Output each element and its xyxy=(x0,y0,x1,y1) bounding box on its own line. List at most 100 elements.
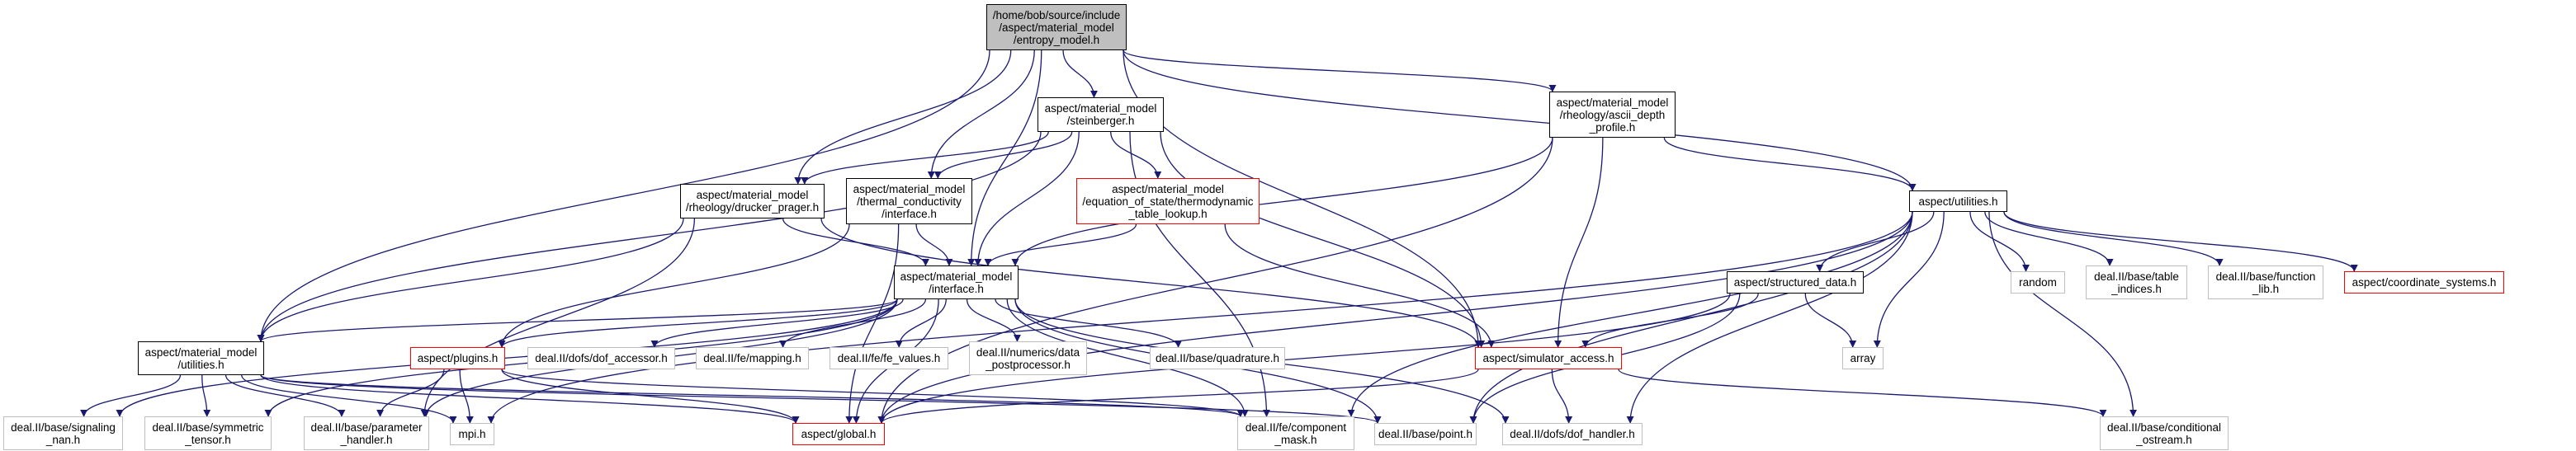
node-material-model-utilities[interactable]: aspect/material_model /utilities.h xyxy=(138,341,264,375)
node-data-postprocessor: deal.II/numerics/data _postprocessor.h xyxy=(969,341,1087,375)
edge-mm_utilities-to-point xyxy=(260,374,1382,424)
node-function-lib: deal.II/base/function _lib.h xyxy=(2208,265,2323,299)
edge-thermal_conductivity-to-plugins xyxy=(498,223,850,348)
edge-thermal_conductivity-to-mm_interface xyxy=(915,223,953,266)
node-drucker-prager[interactable]: aspect/material_model /rheology/drucker_… xyxy=(680,184,825,218)
edge-drucker_prager-to-mm_utilities xyxy=(257,218,684,342)
edge-steinberger-to-thermal_conductivity xyxy=(934,131,1073,179)
node-conditional-ostream: deal.II/base/conditional _ostream.h xyxy=(2100,416,2229,450)
node-entropy-model: /home/bob/source/include /aspect/materia… xyxy=(986,4,1127,50)
node-label: deal.II/base/signaling _nan.h xyxy=(11,420,116,446)
node-point: deal.II/base/point.h xyxy=(1374,423,1477,445)
node-thermal-conductivity-interface[interactable]: aspect/material_model /thermal_conductiv… xyxy=(846,178,972,224)
edge-steinberger-to-simulator_access xyxy=(1160,131,1486,348)
node-dof-accessor: deal.II/dofs/dof_accessor.h xyxy=(527,347,675,369)
node-coordinate-systems[interactable]: aspect/coordinate_systems.h xyxy=(2344,271,2504,294)
node-label: deal.II/dofs/dof_handler.h xyxy=(1510,428,1635,440)
edge-utilities-to-conditional_ostream xyxy=(1988,211,2138,417)
node-label: aspect/material_model /utilities.h xyxy=(144,345,258,371)
node-label: aspect/material_model /interface.h xyxy=(900,270,1013,295)
edge-structured_data-to-global xyxy=(877,293,1731,424)
edge-entropy_model-to-utilities xyxy=(1123,49,1917,191)
edge-utilities-to-structured_data xyxy=(1816,211,1935,272)
edge-simulator_access-to-global xyxy=(877,369,1479,424)
node-label: deal.II/base/parameter _handler.h xyxy=(310,420,423,446)
edge-mm_interface-to-data_postprocessor xyxy=(966,298,1021,342)
edge-thermal_conductivity-to-global xyxy=(845,223,900,424)
node-global[interactable]: aspect/global.h xyxy=(792,423,885,445)
node-label: aspect/utilities.h xyxy=(1918,195,1998,208)
node-plugins[interactable]: aspect/plugins.h xyxy=(410,347,505,369)
node-ascii-depth-profile[interactable]: aspect/material_model /rheology/ascii_de… xyxy=(1549,92,1676,138)
node-table-indices: deal.II/base/table _indices.h xyxy=(2086,265,2187,299)
edge-mm_interface-to-signaling_nan xyxy=(116,298,898,417)
edge-structured_data-to-array xyxy=(1804,293,1857,348)
node-thermodynamic-table-lookup[interactable]: aspect/material_model /equation_of_state… xyxy=(1076,178,1260,224)
node-label: aspect/plugins.h xyxy=(417,352,499,364)
node-label: aspect/material_model /thermal_conductiv… xyxy=(853,182,966,220)
node-label: /home/bob/source/include /aspect/materia… xyxy=(992,8,1121,46)
edge-thermodynamic_table_lookup-to-simulator_access xyxy=(1224,223,1496,348)
edge-utilities-to-global xyxy=(877,211,1913,424)
edge-plugins-to-global xyxy=(501,369,800,424)
node-component-mask: deal.II/fe/component _mask.h xyxy=(1237,416,1354,450)
edge-mm_interface-to-mm_utilities xyxy=(257,298,898,342)
node-steinberger[interactable]: aspect/material_model /steinberger.h xyxy=(1037,97,1164,132)
node-label: deal.II/base/symmetric _tensor.h xyxy=(152,420,264,446)
edge-mm_utilities-to-component_mask xyxy=(260,374,1245,417)
node-label: deal.II/base/quadrature.h xyxy=(1155,352,1280,364)
node-label: aspect/simulator_access.h xyxy=(1482,352,1614,364)
edge-mm_interface-to-fe_values xyxy=(895,298,947,348)
node-label: deal.II/fe/mapping.h xyxy=(703,352,801,364)
node-label: aspect/material_model /rheology/ascii_de… xyxy=(1556,96,1669,134)
node-dof-handler: deal.II/dofs/dof_handler.h xyxy=(1502,423,1642,445)
node-label: deal.II/base/function _lib.h xyxy=(2215,270,2316,295)
node-symmetric-tensor: deal.II/base/symmetric _tensor.h xyxy=(144,416,272,450)
node-label: deal.II/base/table _indices.h xyxy=(2094,270,2179,295)
edge-steinberger-to-mm_utilities xyxy=(257,131,1042,342)
node-label: aspect/material_model /rheology/drucker_… xyxy=(685,189,820,214)
node-structured-data[interactable]: aspect/structured_data.h xyxy=(1727,271,1864,294)
node-label: mpi.h xyxy=(458,428,486,440)
edge-utilities-to-component_mask xyxy=(1347,211,1913,417)
node-fe-values: deal.II/fe/fe_values.h xyxy=(830,347,948,369)
node-simulator-access[interactable]: aspect/simulator_access.h xyxy=(1475,347,1622,369)
edge-entropy_model-to-mm_utilities xyxy=(257,49,990,342)
edge-mm_interface-to-plugins xyxy=(498,298,898,348)
node-label: deal.II/numerics/data _postprocessor.h xyxy=(976,345,1080,371)
edge-drucker_prager-to-simulator_access xyxy=(820,218,1482,348)
edge-utilities-to-array xyxy=(1873,211,1945,348)
node-label: array xyxy=(1850,352,1876,364)
node-array: array xyxy=(1842,347,1884,369)
edge-entropy_model-to-ascii_depth_profile xyxy=(1123,49,1557,92)
node-utilities[interactable]: aspect/utilities.h xyxy=(1909,190,2007,212)
node-label: aspect/material_model /steinberger.h xyxy=(1044,102,1157,127)
edge-ascii_depth_profile-to-mm_interface xyxy=(1011,137,1553,266)
edge-utilities-to-dof_handler xyxy=(1626,211,1913,424)
edge-ascii_depth_profile-to-simulator_access xyxy=(1554,137,1604,348)
node-label: aspect/global.h xyxy=(801,428,877,440)
edge-mm_utilities-to-parameter_handler xyxy=(225,374,346,417)
edge-mm_utilities-to-signaling_nan xyxy=(80,374,182,417)
node-random: random xyxy=(2011,271,2065,294)
node-label: deal.II/fe/component _mask.h xyxy=(1245,420,1347,446)
edge-entropy_model-to-drucker_prager xyxy=(794,49,1012,185)
edge-plugins-to-component_mask xyxy=(501,369,1245,417)
node-label: deal.II/fe/fe_values.h xyxy=(837,352,941,364)
edge-mm_interface-to-component_mask xyxy=(1006,298,1249,417)
edge-utilities-to-table_indices xyxy=(1984,211,2114,266)
edge-entropy_model-to-steinberger xyxy=(1062,49,1099,98)
node-quadrature: deal.II/base/quadrature.h xyxy=(1150,347,1285,369)
edge-mm_utilities-to-mpi xyxy=(241,374,457,424)
edge-utilities-to-function_lib xyxy=(2003,211,2224,266)
edge-steinberger-to-drucker_prager xyxy=(801,131,1049,185)
node-label: deal.II/base/conditional _ostream.h xyxy=(2106,420,2222,446)
edge-utilities-to-mpi xyxy=(487,211,1913,424)
node-material-model-interface[interactable]: aspect/material_model /interface.h xyxy=(894,265,1019,299)
edge-simulator_access-to-dof_handler xyxy=(1551,369,1573,424)
edge-mm_utilities-to-symmetric_tensor xyxy=(201,374,211,417)
edge-utilities-to-coordinate_systems xyxy=(2003,211,2358,272)
edge-simulator_access-to-conditional_ostream xyxy=(1618,369,2107,417)
edge-entropy_model-to-mm_interface xyxy=(967,49,1042,266)
